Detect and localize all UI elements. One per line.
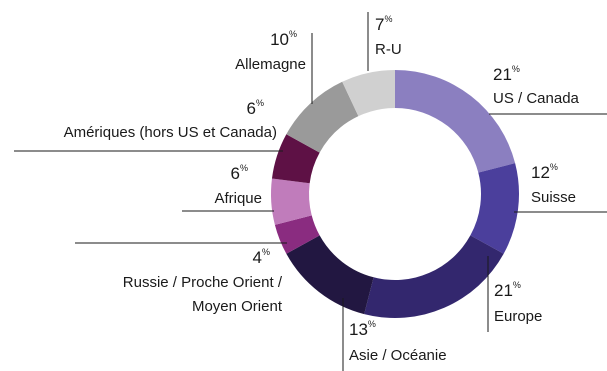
slice-label-europe: Europe bbox=[494, 308, 542, 325]
donut-slices bbox=[271, 70, 519, 318]
slice-value-allemagne: 10% bbox=[270, 29, 297, 49]
slice-r-u bbox=[342, 70, 395, 117]
slice-label-afrique: Afrique bbox=[214, 190, 262, 207]
slice-value-asie-oceanie: 13% bbox=[349, 319, 376, 339]
slice-asie-oceanie bbox=[286, 235, 374, 315]
slice-russie-proche-orient-moyen-orient bbox=[274, 215, 320, 254]
slice-label-russie-line2: Moyen Orient bbox=[192, 298, 283, 315]
slice-europe bbox=[364, 235, 504, 318]
slice-value-ru: 7% bbox=[375, 14, 392, 34]
leader-lines bbox=[14, 12, 607, 371]
slice-label-russie-line1: Russie / Proche Orient / bbox=[123, 274, 283, 291]
slice-label-allemagne: Allemagne bbox=[235, 56, 306, 73]
slice-afrique bbox=[271, 178, 312, 225]
slice-label-us-canada: US / Canada bbox=[493, 90, 580, 107]
slice-value-us-canada: 21% bbox=[493, 64, 520, 84]
slice-label-ru: R-U bbox=[375, 41, 402, 58]
slice-label-suisse: Suisse bbox=[531, 189, 576, 206]
slice-us-canada bbox=[395, 70, 516, 173]
slice-value-ameriques: 6% bbox=[247, 98, 264, 118]
slice-label-asie-oceanie: Asie / Océanie bbox=[349, 347, 447, 364]
slice-suisse bbox=[470, 163, 519, 254]
slice-value-suisse: 12% bbox=[531, 162, 558, 182]
slice-value-europe: 21% bbox=[494, 280, 521, 300]
slice-allemagne bbox=[286, 81, 359, 153]
slice-value-russie: 4% bbox=[253, 247, 270, 267]
slice-value-afrique: 6% bbox=[231, 163, 248, 183]
slice-ameriques-hors-us-et-canada bbox=[271, 134, 320, 184]
slice-label-ameriques: Amériques (hors US et Canada) bbox=[64, 124, 277, 141]
